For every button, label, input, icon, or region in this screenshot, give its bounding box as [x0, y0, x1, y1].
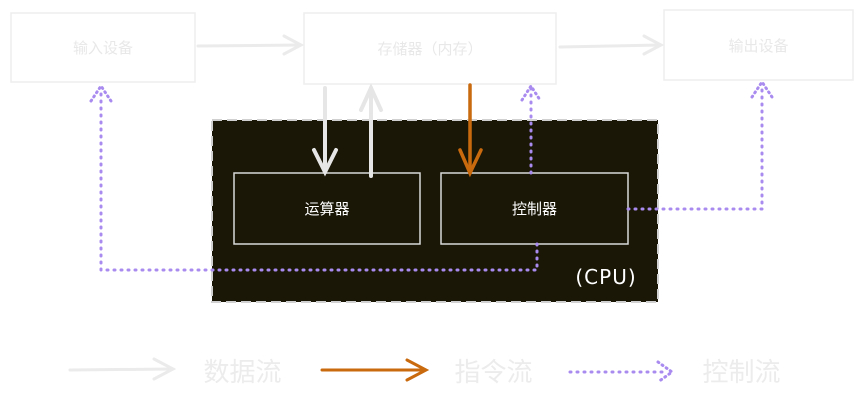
instruction-arrow-memory-to-controller [458, 83, 483, 178]
legend-data-arrow [68, 357, 177, 381]
memory-label: 存储器（内存） [377, 40, 483, 58]
alu-label: 运算器 [304, 200, 350, 218]
control-arrowhead-memory [520, 83, 542, 102]
data-arrow-input-to-memory [196, 34, 305, 56]
cpu-label: (CPU) [575, 265, 637, 289]
control-arrowhead-output [750, 79, 774, 99]
control-arrow-controller-to-input [99, 86, 539, 272]
legend-control-flow-label: 控制流 [702, 357, 781, 388]
control-arrow-controller-to-output [626, 82, 764, 211]
control-arrowhead-input [89, 83, 113, 103]
legend-data-flow-label: 数据流 [203, 357, 282, 388]
data-arrow-memory-to-output [558, 34, 665, 56]
legend-instruction-flow-label: 指令流 [454, 357, 533, 388]
data-arrow-alu-to-memory [359, 83, 383, 178]
memory-box [303, 12, 557, 85]
legend-control-arrowhead [656, 360, 675, 384]
alu-box [233, 172, 421, 245]
data-arrow-memory-to-alu [312, 86, 338, 177]
cpu-box [211, 119, 659, 303]
controller-label: 控制器 [511, 200, 557, 218]
input-device-box [10, 12, 196, 83]
input-device-label: 输入设备 [72, 39, 133, 57]
output-device-label: 输出设备 [728, 36, 789, 55]
legend-instruction-arrow [320, 358, 430, 382]
